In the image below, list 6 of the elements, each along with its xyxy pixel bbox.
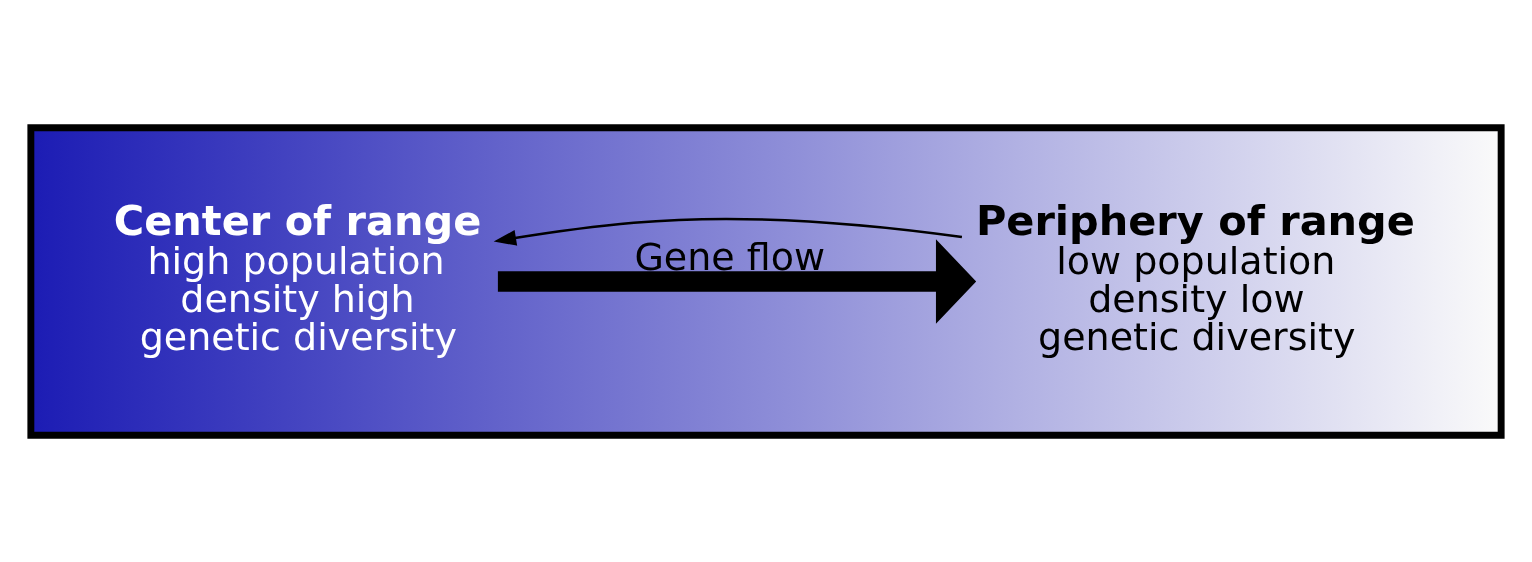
- edge-label: Gene flow: [634, 234, 826, 279]
- node-text: Center of range high population density high genetic diversity: [113, 196, 482, 359]
- arrow: [497, 238, 977, 324]
- node-text: Periphery of range low population density low genetic diversity: [975, 196, 1415, 359]
- cluster: [27, 123, 1505, 439]
- arrow: [493, 217, 963, 246]
